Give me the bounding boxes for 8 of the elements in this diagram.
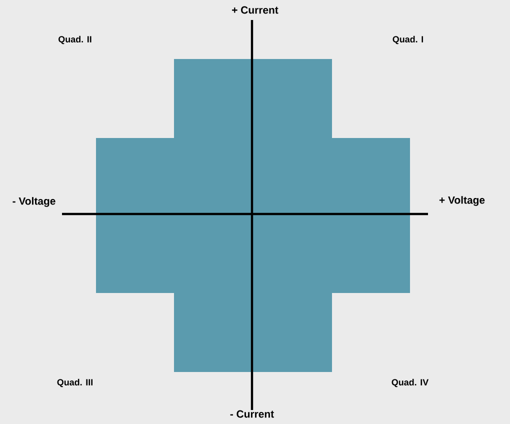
quadrant-label: Quad. II	[58, 36, 92, 44]
axis-label: + Current	[232, 6, 278, 14]
axis-label: - Voltage	[12, 197, 56, 207]
quadrant-label: Quad. I	[392, 36, 424, 44]
quadrant-label: Quad. III	[57, 378, 92, 388]
quadrant-label: Quad. IV	[392, 378, 429, 388]
axis-label: + Voltage	[439, 196, 485, 206]
axis-label: - Current	[230, 410, 274, 418]
